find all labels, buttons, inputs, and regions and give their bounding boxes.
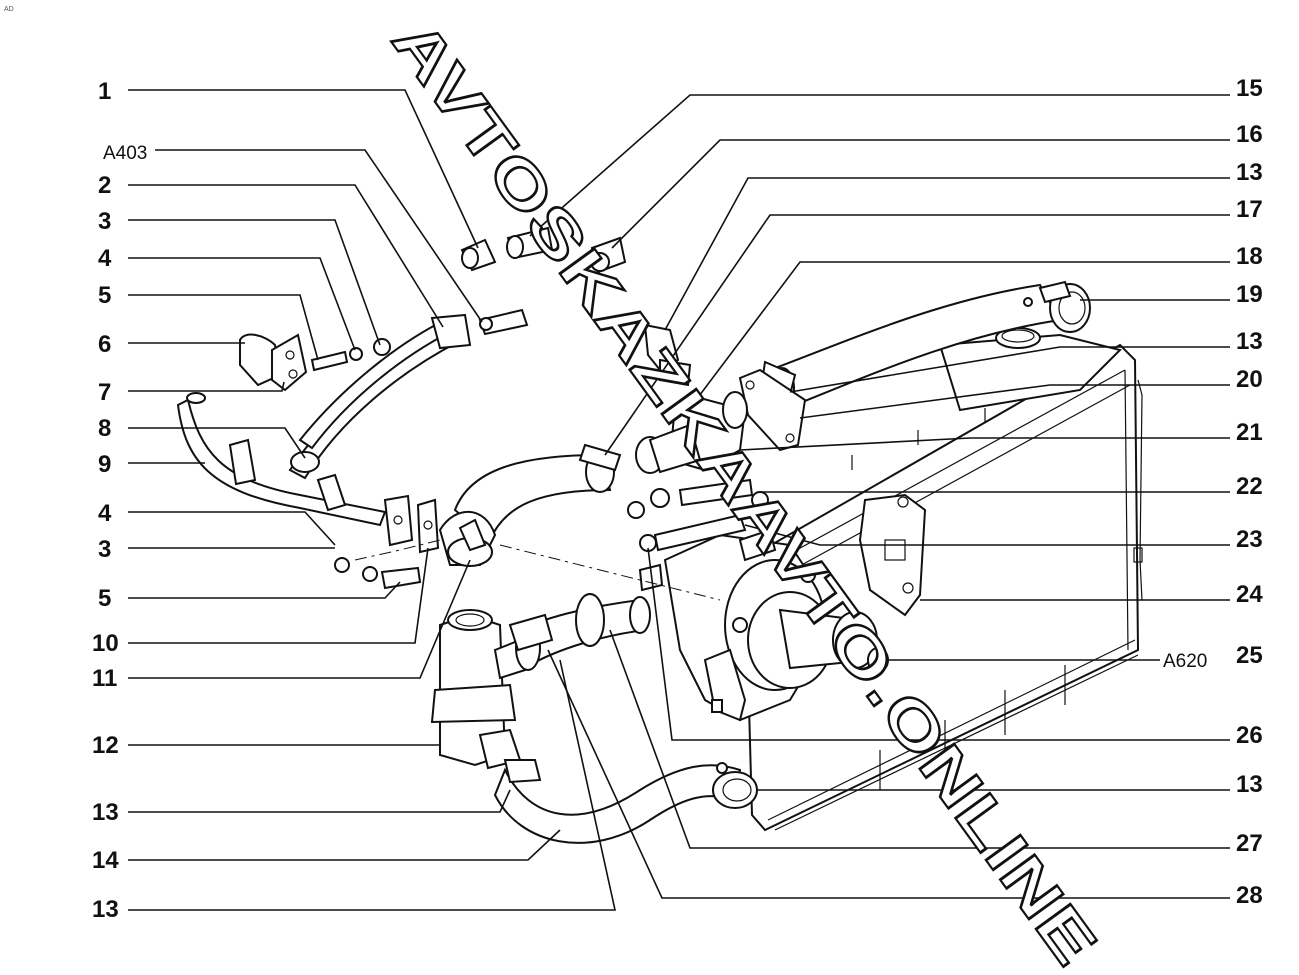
callout-26: 26 bbox=[1236, 722, 1263, 749]
callout-4: 4 bbox=[98, 245, 112, 272]
water-pump bbox=[663, 528, 889, 722]
outlet-pipe bbox=[438, 443, 622, 567]
callout-21: 21 bbox=[1236, 419, 1263, 446]
callout-11: 11 bbox=[92, 665, 117, 692]
callout-10: 10 bbox=[92, 630, 119, 657]
callout-8: 8 bbox=[98, 415, 111, 442]
callout-18: 18 bbox=[1236, 243, 1263, 270]
bolts bbox=[627, 478, 769, 592]
thermostat-housing bbox=[635, 391, 748, 474]
callout-27: 27 bbox=[1236, 830, 1263, 857]
callout-2: 2 bbox=[98, 172, 111, 199]
callout-14: 14 bbox=[92, 847, 119, 874]
callout-13d: 13 bbox=[1236, 328, 1263, 355]
code-right: A620 bbox=[1163, 651, 1207, 672]
callout-7: 7 bbox=[98, 379, 111, 406]
left-leader-lines bbox=[128, 89, 616, 911]
callout-6: 6 bbox=[98, 331, 111, 358]
code-left: A403 bbox=[103, 143, 147, 164]
callout-4b: 4 bbox=[98, 500, 112, 527]
left-callouts: 1 2 3 4 5 6 7 8 9 4 3 5 10 11 12 13 14 1… bbox=[92, 78, 119, 923]
callout-12: 12 bbox=[92, 732, 119, 759]
right-callouts: 15 16 13 17 18 19 13 20 21 22 23 24 25 2… bbox=[1236, 75, 1263, 909]
centre-line bbox=[499, 544, 721, 601]
callout-13c: 13 bbox=[1236, 159, 1263, 186]
callout-1: 1 bbox=[98, 78, 111, 105]
callout-3: 3 bbox=[98, 208, 111, 235]
callout-25: 25 bbox=[1236, 642, 1263, 669]
callout-23: 23 bbox=[1236, 526, 1263, 553]
callout-9: 9 bbox=[98, 451, 111, 478]
right-leader-lines bbox=[529, 94, 1230, 899]
callout-16: 16 bbox=[1236, 121, 1263, 148]
upper-hose bbox=[738, 280, 1091, 452]
thermostat bbox=[430, 609, 527, 770]
callout-13b: 13 bbox=[92, 896, 119, 923]
callout-20: 20 bbox=[1236, 366, 1263, 393]
callout-22: 22 bbox=[1236, 473, 1263, 500]
callout-15: 15 bbox=[1236, 75, 1263, 102]
coupling-hoses bbox=[508, 593, 651, 671]
small-pipe-assembly bbox=[176, 308, 529, 590]
callout-24: 24 bbox=[1236, 581, 1263, 608]
callout-17: 17 bbox=[1236, 196, 1263, 223]
callout-28: 28 bbox=[1236, 882, 1263, 909]
callout-13a: 13 bbox=[92, 799, 119, 826]
callout-3b: 3 bbox=[98, 536, 111, 563]
lower-hose bbox=[493, 759, 758, 844]
callout-19: 19 bbox=[1236, 281, 1263, 308]
callout-5: 5 bbox=[98, 282, 111, 309]
corner-mark: AD bbox=[4, 6, 14, 13]
top-fittings bbox=[460, 226, 692, 387]
callout-5b: 5 bbox=[98, 585, 111, 612]
callout-13e: 13 bbox=[1236, 771, 1263, 798]
pump-gasket bbox=[858, 493, 927, 617]
